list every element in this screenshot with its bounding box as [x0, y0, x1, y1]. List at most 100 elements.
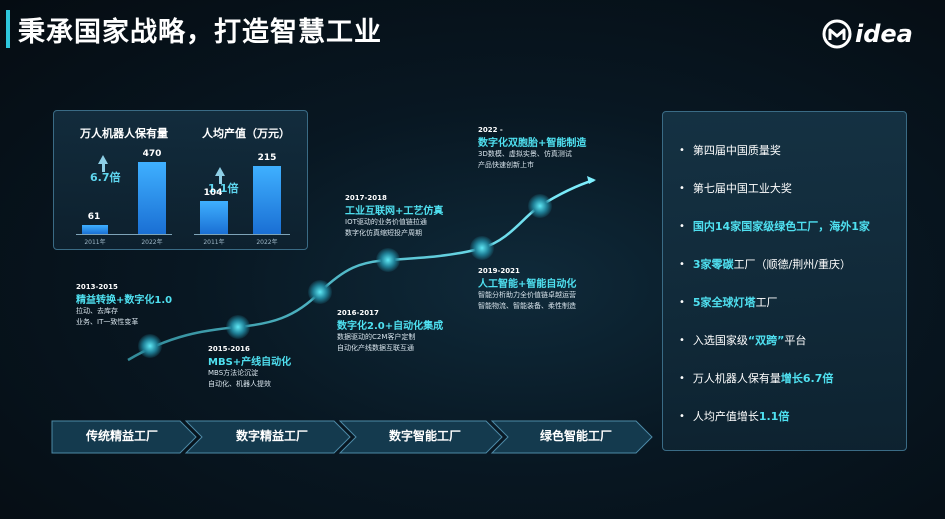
output-multiplier: 1.1倍	[208, 182, 239, 195]
timeline-node-2	[308, 280, 332, 304]
award-text: 第四届中国质量奖	[692, 144, 781, 157]
bullet-icon: •	[679, 334, 685, 346]
timeline-node-3	[376, 248, 400, 272]
milestone-desc: 3D数模、虚拟实景、仿真测试	[478, 150, 572, 158]
bullet-icon: •	[679, 296, 685, 308]
milestone-year: 2013-2015	[76, 283, 118, 291]
award-text: 第七届中国工业大奖	[692, 182, 792, 195]
milestone-desc: MBS方法论沉淀	[208, 369, 259, 377]
robots-multiplier: 6.7倍	[90, 171, 121, 184]
stage-label: 数字智能工厂	[388, 429, 461, 443]
stage-label: 数字精益工厂	[235, 429, 308, 443]
stage-chevrons	[51, 420, 653, 454]
stage-1: 数字精益工厂	[200, 420, 344, 452]
metrics-chart-panel: 万人机器人保有量 6.7倍 61 470 2011年 2022年 人均产值（万元…	[53, 110, 308, 250]
achievements-panel: • 第四届中国质量奖 • 第七届中国工业大奖 • 国内14家国家级绿色工厂，海外1家 • 3家…	[662, 111, 907, 451]
robots-bar-1	[138, 162, 166, 234]
bullet-icon: •	[679, 220, 685, 232]
milestone-title: 工业互联网+工艺仿真	[345, 206, 444, 217]
stage-0: 传统精益工厂	[52, 420, 192, 452]
robots-tick-0: 2011年	[84, 239, 106, 246]
robots-bar-label-1: 470	[142, 149, 162, 159]
stage-label: 绿色智能工厂	[539, 429, 612, 443]
output-axis	[194, 234, 290, 235]
award-text: 人均产值增长	[692, 410, 759, 423]
award-text: 1.1倍	[758, 410, 790, 423]
bullet-icon: •	[679, 144, 685, 156]
bullet-icon: •	[679, 182, 685, 194]
milestone-title: 精益转换+数字化1.0	[76, 295, 173, 306]
arrow-up-icon	[215, 167, 225, 184]
output-tick-1: 2022年	[256, 239, 278, 246]
milestone-title: 数字化双胞胎+智能制造	[478, 138, 587, 149]
award-text: 工厂（顺德/荆州/重庆）	[733, 258, 851, 271]
award-text: 国内14家国家级绿色工厂，海外1家	[692, 220, 870, 233]
milestone-desc: 拉动、去库存	[76, 307, 118, 315]
title-accent-bar	[6, 10, 10, 48]
milestone-year: 2022 -	[478, 126, 503, 134]
milestone-4: 2019-2021 人工智能+智能自动化 智能分析助力全价值链卓越运营 智能物流…	[478, 267, 576, 312]
milestone-year: 2019-2021	[478, 267, 520, 275]
milestone-desc: 自动化产线数据互联互通	[337, 344, 414, 352]
bullet-icon: •	[679, 258, 685, 270]
milestone-title: 数字化2.0+自动化集成	[337, 321, 444, 332]
robots-chart-title: 万人机器人保有量	[80, 127, 168, 140]
output-bar-0	[200, 201, 228, 234]
robots-axis	[76, 234, 172, 235]
output-bar-1	[253, 166, 281, 234]
milestone-2: 2016-2017 数字化2.0+自动化集成 数据驱动的C2M客户定制 自动化产…	[337, 309, 443, 354]
stage-2: 数字智能工厂	[354, 420, 496, 452]
page-title: 秉承国家战略，打造智慧工业	[18, 17, 382, 48]
midea-logo-icon	[822, 19, 852, 49]
milestone-desc: 自动化、机器人提效	[208, 380, 271, 388]
output-chart-title: 人均产值（万元）	[202, 127, 290, 140]
timeline-node-1	[226, 315, 250, 339]
award-item: • 3家零碳工厂（顺德/荆州/重庆）	[679, 256, 851, 272]
bullet-icon: •	[679, 372, 685, 384]
robots-bar-0	[82, 225, 108, 234]
award-item: • 第四届中国质量奖	[679, 142, 781, 158]
milestone-desc: 数据驱动的C2M客户定制	[337, 333, 416, 341]
award-text: 平台	[784, 334, 807, 347]
award-text: 3家零碳	[692, 258, 734, 271]
milestone-desc: 智能物流、智能装备、柔性制造	[478, 302, 576, 310]
timeline-node-5	[528, 194, 552, 218]
milestone-5: 2022 - 数字化双胞胎+智能制造 3D数模、虚拟实景、仿真测试 产品快速创新…	[478, 126, 586, 171]
milestone-year: 2015-2016	[208, 345, 250, 353]
output-tick-0: 2011年	[203, 239, 225, 246]
robots-tick-1: 2022年	[141, 239, 163, 246]
award-text: 入选国家级	[692, 334, 748, 347]
output-bar-label-1: 215	[257, 153, 277, 163]
robots-bar-label-0: 61	[87, 212, 101, 222]
award-item: • 万人机器人保有量增长6.7倍	[679, 370, 833, 386]
milestone-desc: 智能分析助力全价值链卓越运营	[478, 291, 576, 299]
logo-text: idea	[855, 20, 913, 48]
award-text: “双跨”	[747, 334, 785, 347]
award-text: 万人机器人保有量	[692, 372, 781, 385]
midea-logo: idea	[822, 14, 913, 54]
award-text: 5家全球灯塔	[692, 296, 756, 309]
milestone-desc: 产品快速创新上市	[478, 161, 534, 169]
milestone-0: 2013-2015 精益转换+数字化1.0 拉动、去库存 业务、IT一致性变革	[76, 283, 172, 328]
timeline-node-4	[470, 236, 494, 260]
milestone-year: 2017-2018	[345, 194, 387, 202]
stage-label: 传统精益工厂	[85, 429, 158, 443]
stage-3: 绿色智能工厂	[506, 420, 646, 452]
milestone-title: MBS+产线自动化	[208, 357, 292, 368]
milestone-1: 2015-2016 MBS+产线自动化 MBS方法论沉淀 自动化、机器人提效	[208, 345, 291, 390]
arrow-up-icon	[98, 155, 108, 172]
award-text: 工厂	[755, 296, 778, 309]
milestone-year: 2016-2017	[337, 309, 379, 317]
output-bar-label-0: 104	[203, 188, 223, 198]
award-item: • 5家全球灯塔工厂	[679, 294, 778, 310]
milestone-desc: 业务、IT一致性变革	[76, 318, 139, 326]
bullet-icon: •	[679, 410, 685, 422]
timeline-node-0	[138, 334, 162, 358]
award-text: 增长6.7倍	[780, 372, 834, 385]
award-item: • 第七届中国工业大奖	[679, 180, 792, 196]
milestone-3: 2017-2018 工业互联网+工艺仿真 IOT驱动的业务价值链拉通 数字化仿真…	[345, 194, 443, 239]
milestone-title: 人工智能+智能自动化	[478, 279, 577, 290]
award-item: • 国内14家国家级绿色工厂，海外1家	[679, 218, 870, 234]
milestone-desc: 数字化仿真缩短投产周期	[345, 229, 422, 237]
